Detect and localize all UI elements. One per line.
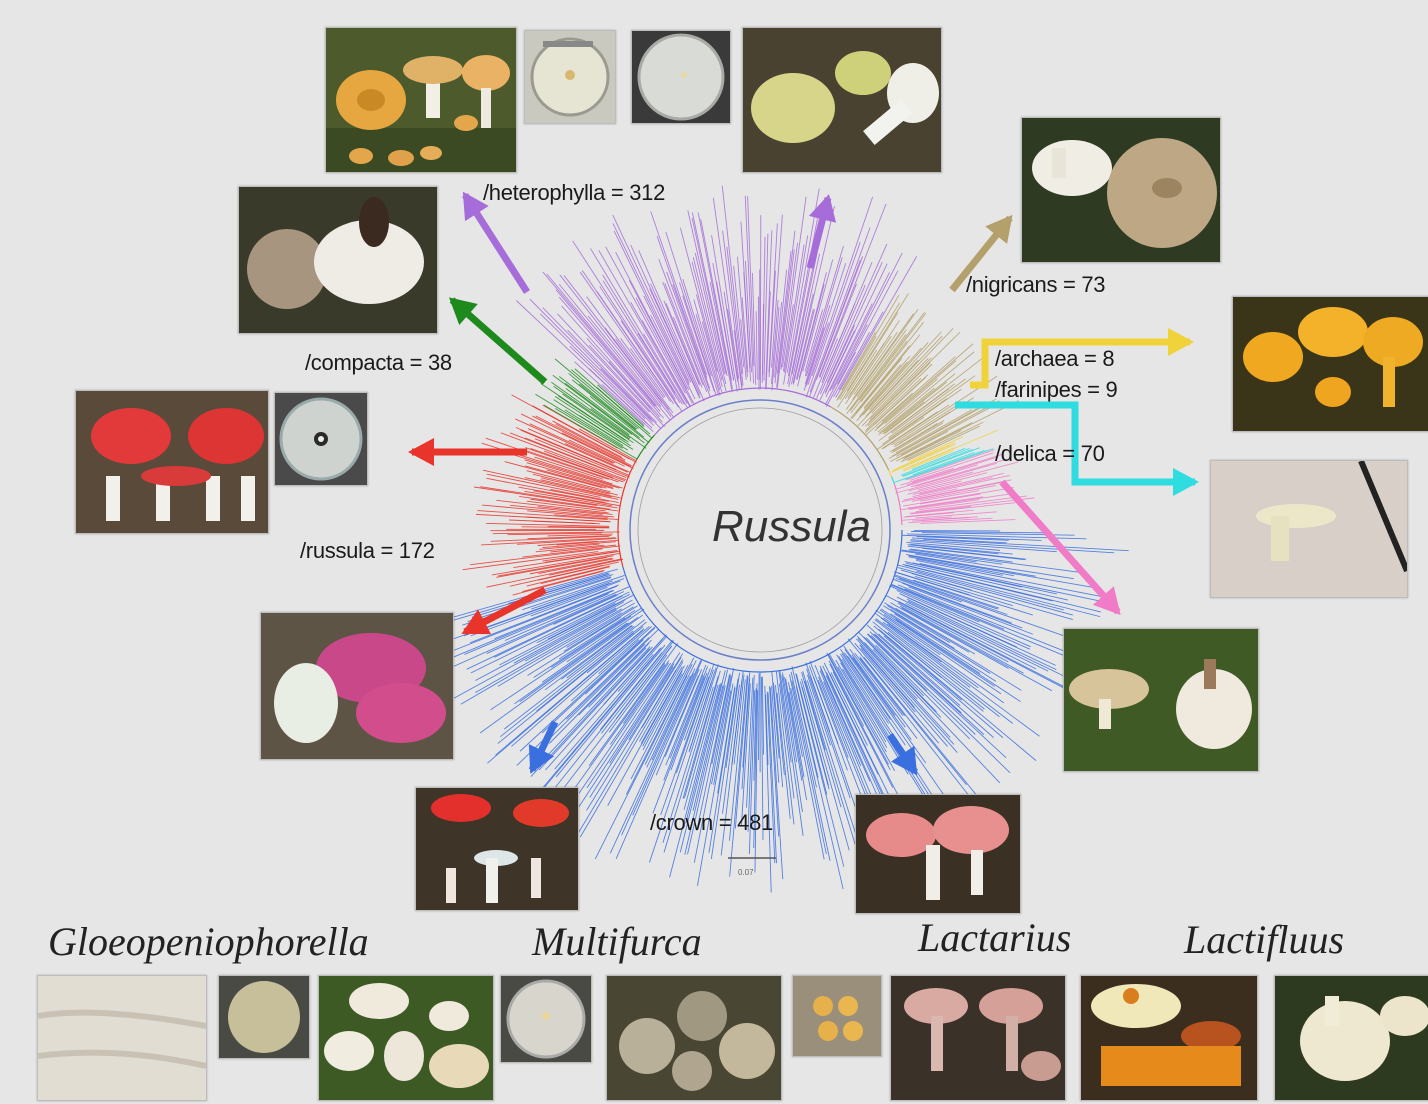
lactarius-label: Lactarius: [918, 914, 1071, 961]
russula-culture-plate: [274, 392, 368, 486]
farinipes-clade-arc: [892, 477, 895, 484]
crown-branch: [915, 554, 1074, 579]
crown-branch: [889, 586, 1030, 647]
heterophylla-branch: [758, 297, 759, 390]
archaea-arrow-icon: [1168, 328, 1194, 356]
crown-branch: [791, 688, 824, 859]
lactifluus-photo-2: [1274, 975, 1428, 1101]
archaea-farinipes-mushroom-photo: [1232, 296, 1428, 432]
heterophylla-branch: [756, 311, 757, 380]
multifurca-photo: [606, 975, 782, 1101]
crown-label: /crown = 481: [650, 810, 773, 836]
heterophylla-right-arrow-icon: [809, 194, 836, 223]
crown-branch: [490, 616, 631, 710]
delica-clade-arc: [894, 484, 902, 525]
gloeo-photo-2: [318, 975, 494, 1101]
delica-label: /delica = 70: [995, 441, 1105, 467]
crown-branch: [911, 540, 1114, 553]
delica-mushroom-photo: [1063, 628, 1259, 772]
heterophylla-clade-arc: [654, 388, 831, 435]
gloeo-photo-1: [37, 975, 207, 1101]
delica-culture-photo: [1210, 460, 1408, 598]
russula-mushroom-photo: [75, 390, 269, 534]
nigricans-label: /nigricans = 73: [966, 272, 1105, 298]
lactarius-photo: [890, 975, 1066, 1101]
compacta-branch: [579, 384, 636, 430]
crown-branch: [541, 648, 662, 792]
archaea-label: /archaea = 8: [995, 346, 1114, 372]
crown-branch: [867, 634, 1010, 773]
farinipes-arrow-icon: [1173, 468, 1199, 496]
heterophylla-label: /heterophylla = 312: [483, 180, 665, 206]
crown-branch: [891, 585, 980, 622]
compacta-label: /compacta = 38: [305, 350, 452, 376]
heterophylla-branch: [590, 248, 684, 404]
compacta-mushroom-photo: [238, 186, 438, 334]
lactarius-culture-plate: [792, 975, 882, 1057]
crown-mushroom-photo-2: [855, 794, 1021, 914]
crown-branch: [759, 673, 760, 760]
genus-center-label: Russula: [712, 502, 871, 552]
scale-bar-label: 0.07: [738, 868, 754, 877]
heterophylla-culture-plate-2: [631, 30, 731, 124]
crown-branch: [500, 631, 633, 737]
farinipes-label: /farinipes = 9: [995, 377, 1117, 403]
crown-branch: [762, 677, 763, 755]
crown-branch: [575, 653, 680, 813]
nigricans-mushroom-photo: [1021, 117, 1221, 263]
archaea-clade-arc: [889, 470, 892, 477]
gloeopeniophorella-label: Gloeopeniophorella: [48, 918, 369, 965]
crown-branch: [587, 663, 671, 788]
lactifluus-label: Lactifluus: [1184, 916, 1344, 963]
compacta-clade-arc: [637, 435, 654, 459]
lactifluus-photo-1: [1080, 975, 1258, 1101]
russula-mushroom-photo-2: [260, 612, 454, 760]
russula-arrow-icon: [408, 438, 434, 466]
crown-branch: [791, 672, 816, 788]
multifurca-culture-plate: [500, 975, 592, 1063]
heterophylla-mushroom-photo: [325, 27, 517, 173]
heterophylla-branch: [766, 230, 772, 389]
multifurca-label: Multifurca: [532, 918, 702, 965]
gloeo-culture-plate: [218, 975, 310, 1059]
crown-branch: [684, 685, 718, 810]
heterophylla-branch: [616, 252, 687, 389]
crown-mushroom-photo-1: [415, 787, 579, 911]
heterophylla-culture-plate-1: [524, 30, 616, 124]
russula-label: /russula = 172: [300, 538, 435, 564]
heterophylla-mushroom-photo-2: [742, 27, 942, 173]
